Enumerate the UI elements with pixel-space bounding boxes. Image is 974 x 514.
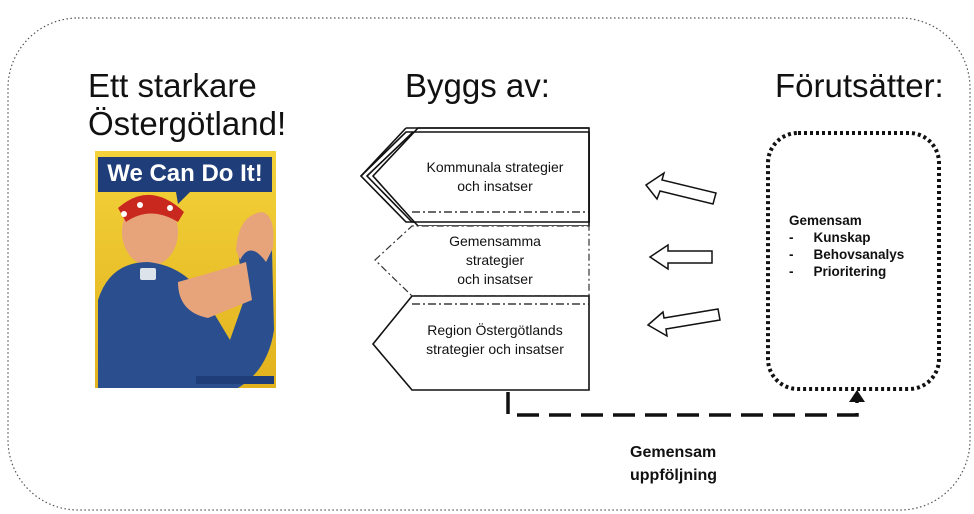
strategy-kommunala-line2: och insatser	[457, 178, 533, 194]
bullet-dash: -	[789, 230, 794, 245]
prerequisite-item: - Behovsanalys	[789, 246, 904, 263]
strategy-kommunala-text: Kommunala strategier och insatser	[407, 158, 583, 196]
strategy-region-text: Region Östergötlands strategier och insa…	[403, 321, 587, 359]
arrow-1	[644, 171, 717, 205]
strategy-box-region	[371, 295, 590, 391]
bullet-dash: -	[789, 264, 794, 279]
prerequisite-title: Gemensam	[789, 213, 862, 228]
strategy-region-line2: strategier och insatser	[426, 341, 564, 357]
strategy-gemensamma-line1: Gemensamma	[449, 233, 541, 249]
heading-right: Förutsätter:	[775, 67, 944, 104]
prerequisite-item: - Kunskap	[789, 229, 904, 246]
strategy-box-kommunala	[359, 127, 590, 227]
strategy-gemensamma-line3: och insatser	[457, 271, 533, 287]
prerequisite-item-label: Behovsanalys	[813, 247, 905, 262]
followup-connector	[506, 390, 865, 417]
prerequisite-list: Gemensam - Kunskap - Behovsanalys - Priorit…	[789, 212, 904, 280]
arrow-2	[648, 243, 713, 271]
bullet-dash: -	[789, 247, 794, 262]
heading-left-line1: Ett starkare	[88, 67, 257, 104]
strategy-gemensamma-line2: strategier	[465, 252, 525, 268]
strategy-region-line1: Region Östergötlands	[427, 322, 563, 338]
heading-middle: Byggs av:	[405, 67, 550, 104]
poster-we-can-do-it	[95, 151, 276, 388]
prerequisite-box	[766, 131, 941, 391]
prerequisite-item-label: Prioritering	[813, 264, 887, 279]
followup-label: Gemensam uppföljning	[630, 441, 717, 487]
prerequisite-item: - Prioritering	[789, 263, 904, 280]
strategy-kommunala-line1: Kommunala strategier	[426, 159, 564, 175]
strategy-box-gemensamma	[374, 225, 590, 297]
heading-left-line2: Östergötland!	[88, 105, 287, 142]
followup-line1: Gemensam	[630, 444, 717, 461]
followup-line2: uppföljning	[630, 467, 718, 484]
strategy-gemensamma-text: Gemensamma strategier och insatser	[407, 232, 583, 289]
poster-text: We Can Do It!	[107, 160, 263, 187]
arrow-3	[646, 308, 721, 338]
prerequisite-item-label: Kunskap	[813, 230, 871, 245]
outer-frame	[7, 17, 971, 511]
